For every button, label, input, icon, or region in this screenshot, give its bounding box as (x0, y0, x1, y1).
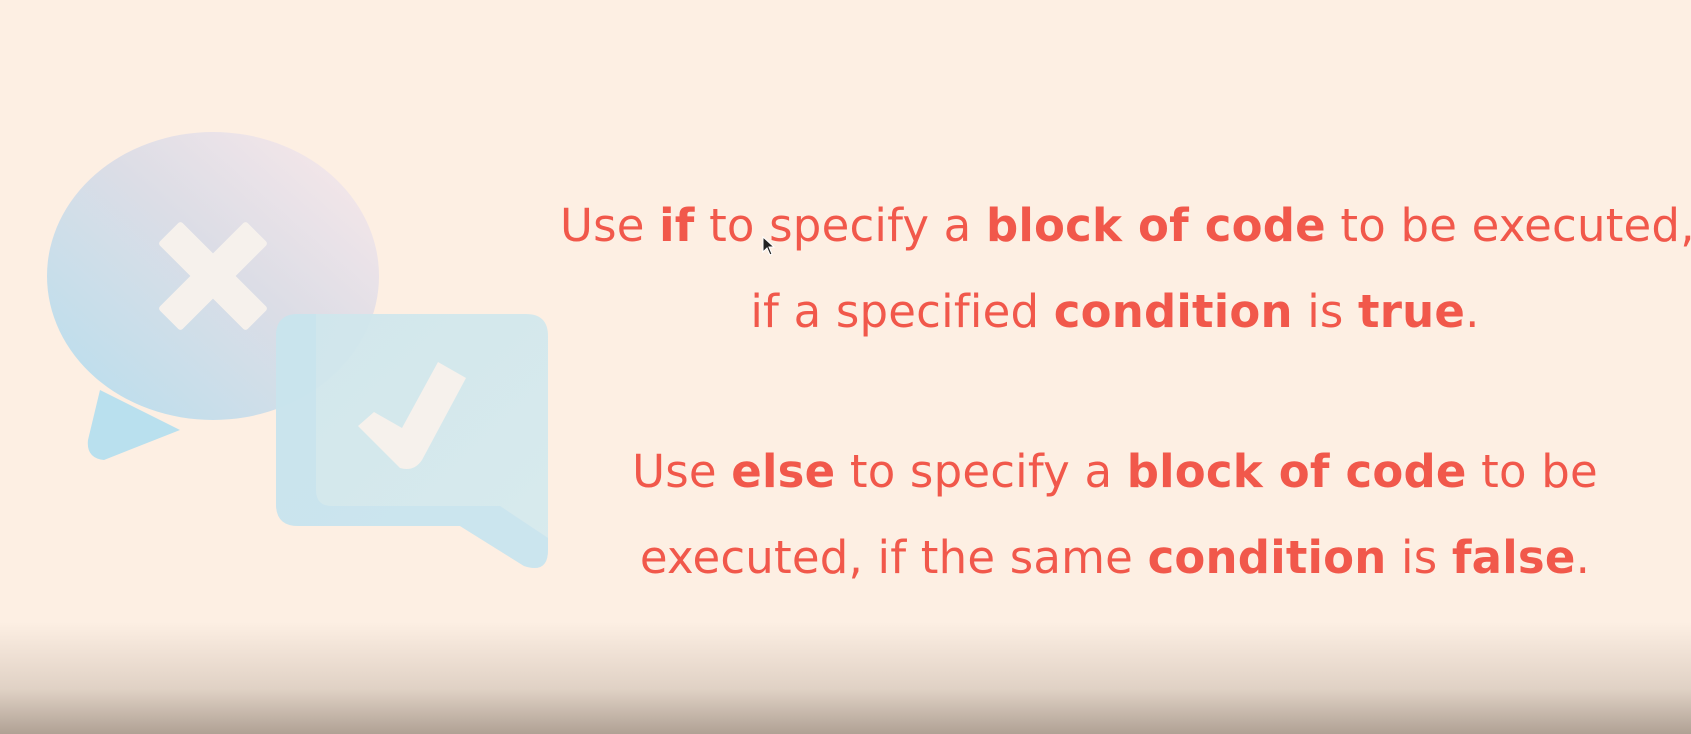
check-mark-icon (358, 362, 466, 469)
term-condition: condition (1147, 531, 1387, 584)
text-span: is (1386, 531, 1452, 584)
text-span: to specify a (835, 445, 1127, 498)
text-span: to be executed, (1325, 199, 1691, 252)
keyword-if: if (659, 199, 695, 252)
x-mark-icon (159, 222, 267, 330)
text-span: to specify a (694, 199, 986, 252)
term-false: false (1451, 531, 1576, 584)
text-span: Use (632, 445, 732, 498)
explanation-text: Use if to specify a block of code to be … (560, 183, 1691, 601)
chat-bubbles-illustration (30, 130, 570, 630)
keyword-else: else (731, 445, 836, 498)
text-span: if a specified (750, 285, 1054, 338)
text-span: . (1465, 285, 1480, 338)
else-rule-line-2: executed, if the same condition is false… (560, 515, 1670, 601)
term-condition: condition (1053, 285, 1293, 338)
if-rule-line-1: Use if to specify a block of code to be … (560, 183, 1691, 269)
bottom-shadow (0, 622, 1691, 734)
text-span: executed, if the same (639, 531, 1148, 584)
text-span: is (1292, 285, 1359, 338)
term-true: true (1358, 285, 1466, 338)
chat-bubble-check-icon (276, 314, 548, 568)
else-rule-paragraph: Use else to specify a block of code to b… (560, 429, 1670, 601)
else-rule-line-1: Use else to specify a block of code to b… (560, 429, 1670, 515)
if-rule-paragraph: Use if to specify a block of code to be … (560, 183, 1691, 355)
text-span: Use (560, 199, 660, 252)
text-span: . (1575, 531, 1591, 584)
if-rule-line-2: if a specified condition is true. (560, 269, 1670, 355)
term-block-of-code: block of code (1126, 445, 1467, 498)
mouse-cursor-icon (762, 236, 776, 256)
text-span: to be (1466, 445, 1598, 498)
term-block-of-code: block of code (985, 199, 1326, 252)
